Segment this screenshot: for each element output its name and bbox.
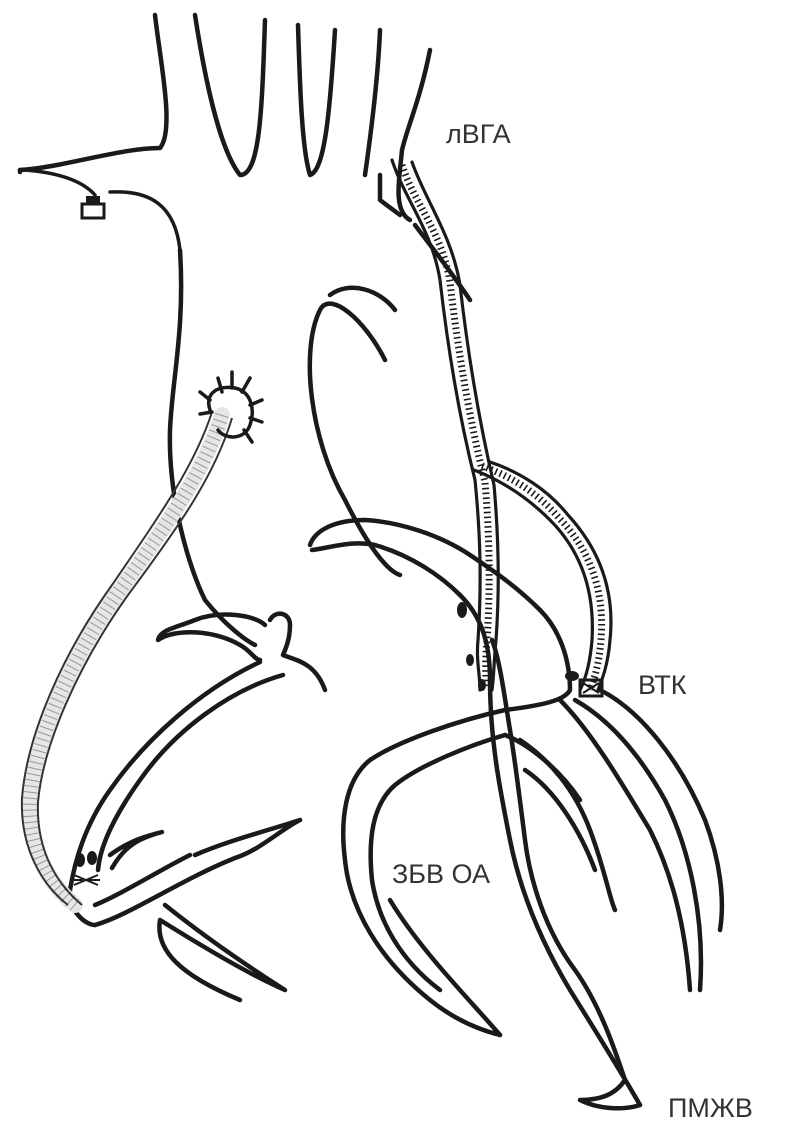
- cannula-icon: [25, 170, 180, 250]
- heart-outline: [170, 150, 470, 645]
- vein-graft: [22, 412, 232, 905]
- aortic-arch: [20, 15, 430, 175]
- label-vtk: ВТК: [638, 670, 687, 700]
- label-lvga: лВГА: [446, 119, 511, 149]
- label-zbv-oa: ЗБВ ОА: [392, 859, 490, 889]
- lima-graft: [392, 160, 498, 690]
- label-pmzhv: ПМЖВ: [668, 1093, 753, 1123]
- left-coronary-artery: [310, 520, 722, 1108]
- right-coronary-artery: [70, 614, 325, 1000]
